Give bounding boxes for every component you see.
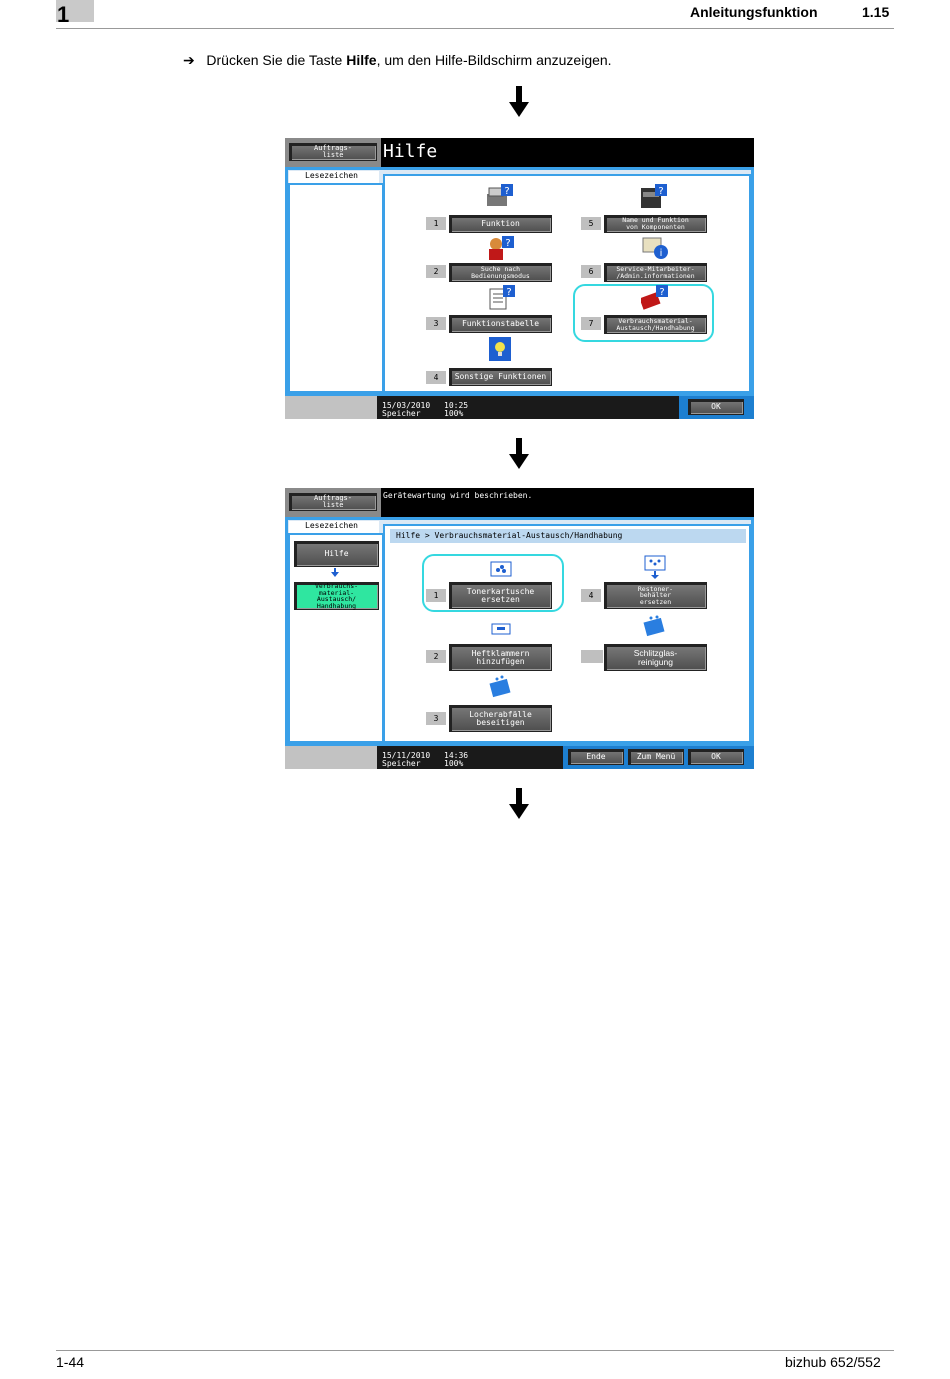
title-bar: Hilfe (381, 138, 754, 172)
status-memory-label: Speicher (382, 759, 421, 768)
job-list-button[interactable]: Auftrags- liste (289, 143, 377, 161)
status-date: 15/03/2010 (382, 401, 431, 410)
down-arrow-icon (509, 438, 529, 469)
ok-button[interactable]: OK (688, 749, 744, 765)
waste-toner-box-icon (644, 555, 666, 579)
ok-button[interactable]: OK (688, 399, 744, 415)
slit-glass-icon (643, 615, 665, 637)
message-bar: Gerätewartung wird beschrieben. (381, 488, 754, 522)
job-list-button[interactable]: Auftrags- liste (289, 493, 377, 511)
item-number: 4 (581, 589, 601, 602)
header-rule (56, 28, 894, 29)
other-functions-button[interactable]: Sonstige Funktionen (449, 368, 552, 386)
admin-info-button[interactable]: Service-Mitarbeiter- /Admin.informatione… (604, 263, 707, 282)
menu-panel (383, 524, 751, 743)
svg-text:?: ? (505, 238, 510, 249)
item-number: 2 (426, 650, 446, 663)
instruction: ➔ Drücken Sie die Taste Hilfe, um den Hi… (183, 52, 612, 69)
consumables-screen: Auftrags- liste Gerätewartung wird besch… (285, 488, 754, 769)
svg-text:?: ? (504, 186, 509, 197)
chapter-number: 1 (57, 2, 70, 27)
instruction-bold: Hilfe (346, 52, 377, 68)
down-arrow-icon (509, 86, 529, 117)
bookmark-current-button[interactable]: Verbrauchs- material- Austausch/ Handhab… (294, 582, 379, 610)
status-time: 14:36 (444, 751, 469, 760)
header-section: 1.15 (862, 4, 890, 20)
status-memory-label: Speicher (382, 409, 421, 418)
admin-info-icon: i (642, 237, 668, 259)
item-number: 5 (581, 217, 601, 230)
page-number: 1-44 (56, 1354, 85, 1370)
selection-highlight (422, 554, 564, 612)
components-button[interactable]: Name und Funktion von Komponenten (604, 215, 707, 233)
copier-icon: ? (641, 184, 667, 208)
down-arrow-icon (331, 568, 339, 577)
function-help-icon: ? (487, 184, 513, 206)
function-table-icon: ? (489, 285, 515, 310)
header-title: Anleitungsfunktion (690, 4, 818, 20)
slit-glass-button[interactable]: Schlitzglas- reinigung (604, 644, 707, 671)
product-name: bizhub 652/552 (785, 1354, 881, 1370)
screen-title: Hilfe (383, 141, 438, 162)
help-screen: Auftrags- liste Hilfe Lesezeichen ? 1 Fu… (285, 138, 754, 419)
punch-waste-icon (489, 675, 511, 698)
status-time: 10:25 (444, 401, 469, 410)
toner-cartridge-icon (490, 561, 512, 577)
item-number: 4 (426, 371, 446, 384)
waste-toner-button[interactable]: Restoner- behälter ersetzen (604, 582, 707, 609)
svg-text:?: ? (659, 287, 664, 298)
instruction-post: , um den Hilfe-Bildschirm anzuzeigen. (376, 52, 612, 68)
punch-waste-button[interactable]: Locherabfälle beseitigen (449, 705, 552, 732)
arrow-right-icon: ➔ (183, 52, 195, 68)
item-number: 1 (426, 589, 446, 602)
item-number: 2 (426, 265, 446, 278)
help-menu-panel (383, 174, 751, 393)
svg-text:i: i (660, 248, 663, 259)
svg-text:?: ? (658, 186, 663, 197)
bookmark-tab[interactable]: Lesezeichen (289, 521, 379, 533)
toner-button[interactable]: Tonerkartusche ersetzen (449, 582, 552, 609)
staples-button[interactable]: Heftklammern hinzufügen (449, 644, 552, 671)
chapter-box (56, 0, 94, 22)
staples-icon (491, 623, 511, 635)
item-number (581, 650, 603, 663)
lightbulb-icon (489, 337, 511, 361)
instruction-pre: Drücken Sie die Taste (206, 52, 347, 68)
bookmark-panel (288, 183, 384, 393)
search-mode-button[interactable]: Suche nach Bedienungsmodus (449, 263, 552, 282)
breadcrumb: Hilfe > Verbrauchsmaterial-Austausch/Han… (390, 529, 746, 543)
footer-rule (56, 1350, 894, 1351)
status-memory-value: 100% (444, 409, 464, 418)
search-person-icon: ? (489, 236, 514, 260)
function-button[interactable]: Funktion (449, 215, 552, 233)
status-left-area (285, 746, 377, 769)
bookmark-help-button[interactable]: Hilfe (294, 541, 379, 567)
bookmark-tab[interactable]: Lesezeichen (289, 171, 379, 183)
down-arrow-icon (509, 788, 529, 819)
item-number: 3 (426, 317, 446, 330)
item-number: 7 (581, 317, 601, 330)
item-number: 3 (426, 712, 446, 725)
svg-text:?: ? (506, 287, 511, 298)
main-menu-button[interactable]: Zum Menü (628, 749, 684, 765)
item-number: 1 (426, 217, 446, 230)
consumables-button[interactable]: Verbrauchsmaterial- Austausch/Handhabung (604, 315, 707, 334)
consumables-icon: ? (641, 285, 668, 310)
status-message: Gerätewartung wird beschrieben. (383, 491, 533, 500)
end-button[interactable]: Ende (568, 749, 624, 765)
function-table-button[interactable]: Funktionstabelle (449, 315, 552, 333)
status-date: 15/11/2010 (382, 751, 431, 760)
status-memory-value: 100% (444, 759, 464, 768)
selection-highlight (573, 284, 714, 342)
item-number: 6 (581, 265, 601, 278)
status-left-area (285, 396, 377, 419)
